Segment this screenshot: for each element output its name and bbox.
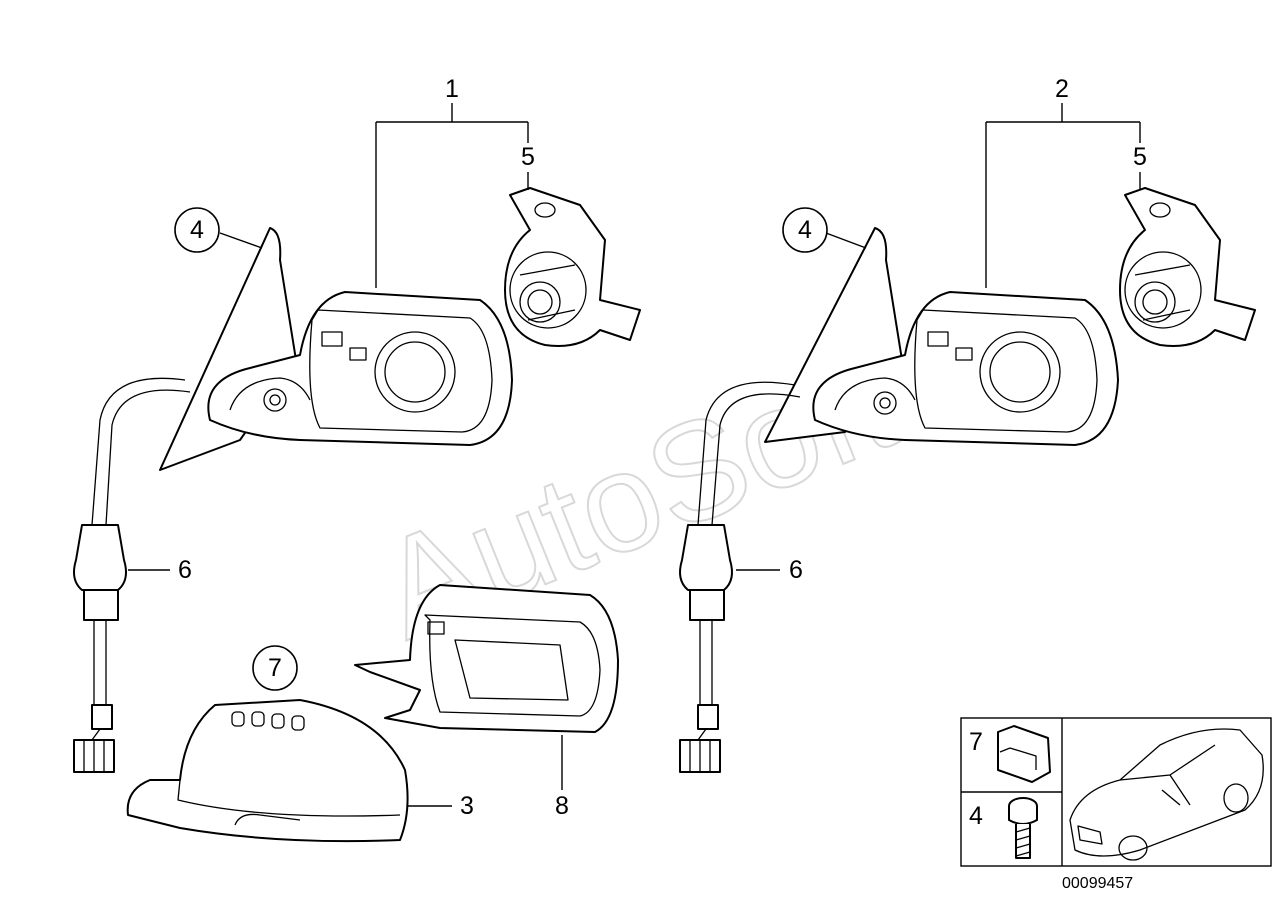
reference-number: 00099457 [1062,875,1133,892]
callout-3: 3 [460,792,474,820]
callout-4-right: 4 [798,216,812,244]
callout-1: 1 [445,75,459,103]
callout-6-left: 6 [178,556,192,584]
legend-box: 7 4 [960,717,1272,867]
mirror-cap [126,699,409,843]
callout-8: 8 [555,792,569,820]
screw-icon [1008,797,1038,859]
callout-5-left: 5 [521,143,535,171]
callout-circle [782,207,828,253]
callout-circle [174,207,220,253]
callout-5-right: 5 [1133,143,1147,171]
housing-frame [354,584,619,733]
callout-2: 2 [1055,75,1069,103]
car-outline-icon [1069,728,1264,861]
callout-6-right: 6 [789,556,803,584]
right-mirror-assembly [679,187,1256,773]
leader-lines [128,103,1141,807]
callouts: 1 2 5 5 4 4 6 6 7 3 8 [174,75,1147,820]
callout-circle [252,645,298,691]
callout-4-left: 4 [190,216,204,244]
clip-icon [997,725,1051,783]
legend-label-4: 4 [969,802,983,830]
callout-7: 7 [268,654,282,682]
legend-label-7: 7 [969,728,983,756]
left-mirror-assembly [73,187,641,773]
